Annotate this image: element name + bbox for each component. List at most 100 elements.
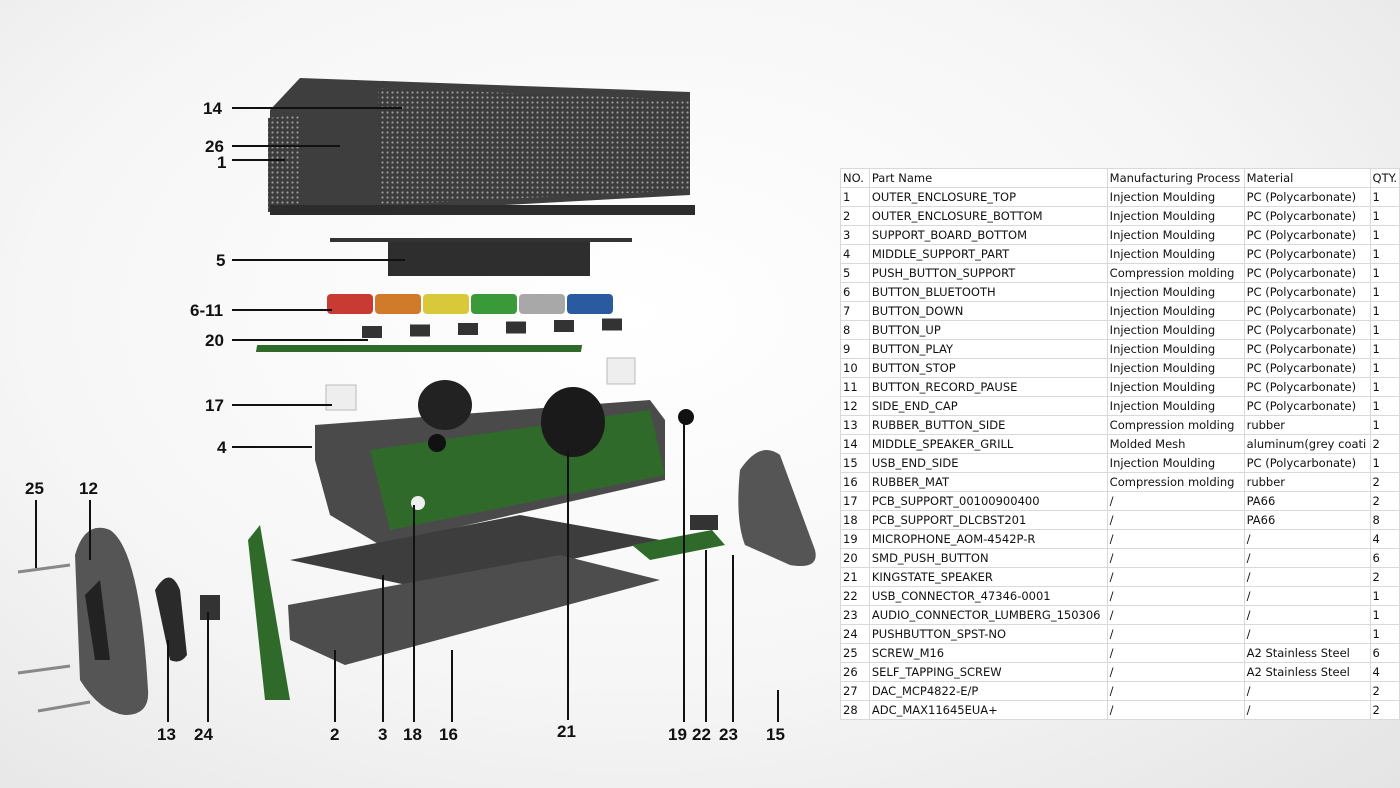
table-cell: 16: [840, 472, 870, 492]
callout-20: 20: [205, 331, 224, 350]
button-7: [375, 294, 421, 314]
table-cell: 26: [840, 662, 870, 682]
table-cell: 1: [1369, 415, 1400, 435]
table-cell: 10: [840, 358, 870, 378]
side-pcb: [248, 525, 290, 700]
speaker: [418, 380, 472, 430]
table-cell: /: [1243, 529, 1371, 549]
table-cell: 27: [840, 681, 870, 701]
smd-push-button: [410, 324, 430, 337]
push-button-support: [330, 238, 632, 276]
table-cell: 2: [840, 206, 870, 226]
callout-4: 4: [217, 438, 227, 457]
table-cell: 20: [840, 548, 870, 568]
table-cell: /: [1106, 586, 1245, 606]
callout-15: 15: [766, 725, 785, 744]
callout-1: 1: [217, 153, 226, 172]
table-cell: 23: [840, 605, 870, 625]
table-cell: Injection Moulding: [1106, 396, 1245, 416]
button-pcb: [255, 345, 583, 352]
table-cell: 25: [840, 643, 870, 663]
column-header: Material: [1243, 168, 1371, 188]
table-cell: BUTTON_PLAY: [868, 339, 1108, 359]
table-cell: PA66: [1243, 510, 1371, 530]
table-cell: PC (Polycarbonate): [1243, 263, 1371, 283]
table-cell: PCB_SUPPORT_00100900400: [868, 491, 1108, 511]
callout-5: 5: [216, 251, 225, 270]
table-cell: aluminum(grey coati: [1243, 434, 1371, 454]
table-cell: 1: [1369, 377, 1400, 397]
callout-26: 26: [205, 137, 224, 156]
table-cell: RUBBER_MAT: [868, 472, 1108, 492]
screws: [17, 563, 91, 713]
table-cell: /: [1243, 605, 1371, 625]
table-cell: 1: [1369, 187, 1400, 207]
table-cell: BUTTON_STOP: [868, 358, 1108, 378]
button-11: [567, 294, 613, 314]
table-cell: PC (Polycarbonate): [1243, 301, 1371, 321]
table-cell: A2 Stainless Steel: [1243, 643, 1371, 663]
table-cell: PC (Polycarbonate): [1243, 320, 1371, 340]
button-8: [423, 294, 469, 314]
table-cell: 21: [840, 567, 870, 587]
rubber-button-side: [155, 577, 187, 662]
smd-push-button: [506, 321, 526, 334]
table-cell: Injection Moulding: [1106, 206, 1245, 226]
usb-connector: [690, 515, 718, 530]
callout-12: 12: [79, 479, 98, 498]
table-cell: MICROPHONE_AOM-4542P-R: [868, 529, 1108, 549]
table-cell: SELF_TAPPING_SCREW: [868, 662, 1108, 682]
pcb-support: [325, 384, 357, 411]
table-cell: PUSHBUTTON_SPST-NO: [868, 624, 1108, 644]
table-cell: /: [1106, 567, 1245, 587]
table-cell: /: [1106, 510, 1245, 530]
table-cell: 14: [840, 434, 870, 454]
callout-22: 22: [692, 725, 711, 744]
table-cell: 1: [1369, 586, 1400, 606]
table-cell: SCREW_M16: [868, 643, 1108, 663]
table-cell: 8: [1369, 510, 1400, 530]
callout-6-11: 6-11: [190, 301, 223, 320]
table-cell: /: [1106, 491, 1245, 511]
table-cell: PC (Polycarbonate): [1243, 187, 1371, 207]
table-cell: /: [1106, 548, 1245, 568]
table-cell: A2 Stainless Steel: [1243, 662, 1371, 682]
table-cell: USB_END_SIDE: [868, 453, 1108, 473]
callout-13: 13: [157, 725, 176, 744]
table-cell: Molded Mesh: [1106, 434, 1245, 454]
table-cell: /: [1106, 662, 1245, 682]
table-cell: /: [1243, 586, 1371, 606]
table-cell: 1: [1369, 225, 1400, 245]
callout-2: 2: [330, 725, 339, 744]
table-cell: PC (Polycarbonate): [1243, 282, 1371, 302]
table-cell: Injection Moulding: [1106, 187, 1245, 207]
table-cell: BUTTON_RECORD_PAUSE: [868, 377, 1108, 397]
table-cell: Injection Moulding: [1106, 339, 1245, 359]
table-cell: 28: [840, 700, 870, 720]
table-cell: /: [1243, 548, 1371, 568]
table-cell: rubber: [1243, 472, 1371, 492]
table-cell: PCB_SUPPORT_DLCBST201: [868, 510, 1108, 530]
table-cell: 1: [840, 187, 870, 207]
callout-23: 23: [719, 725, 738, 744]
callout-21: 21: [557, 722, 576, 741]
smd-push-button: [458, 323, 478, 335]
table-cell: Compression molding: [1106, 263, 1245, 283]
table-cell: 19: [840, 529, 870, 549]
table-cell: Injection Moulding: [1106, 301, 1245, 321]
table-cell: RUBBER_BUTTON_SIDE: [868, 415, 1108, 435]
table-cell: 8: [840, 320, 870, 340]
table-cell: 2: [1369, 472, 1400, 492]
table-cell: Compression molding: [1106, 472, 1245, 492]
